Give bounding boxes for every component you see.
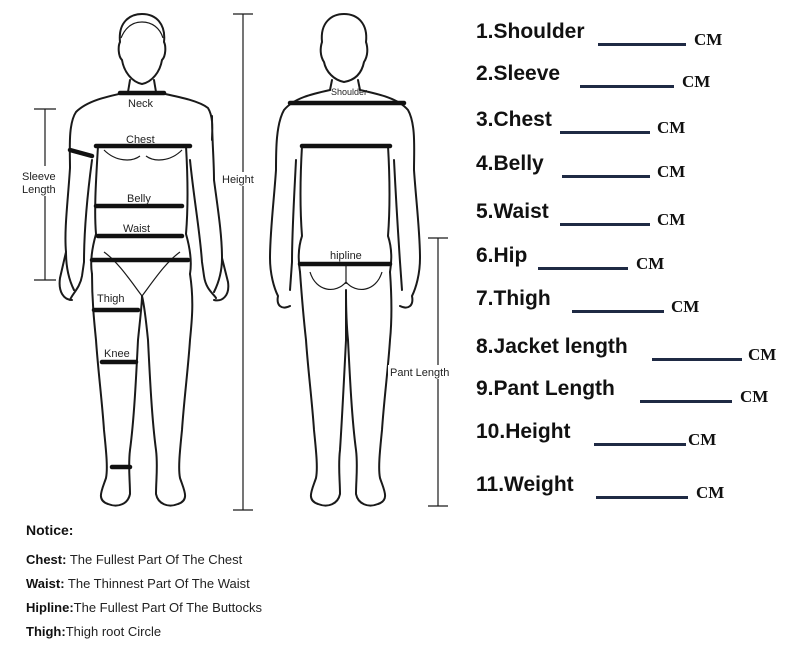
notice-term: Chest:: [26, 552, 67, 567]
measurement-input-line[interactable]: [640, 400, 732, 403]
notice-title: Notice:: [26, 522, 74, 538]
notice-desc: Thigh root Circle: [65, 624, 162, 639]
measurement-row-weight[interactable]: 11.Weight CM: [476, 473, 796, 503]
notice-section: Notice: Chest: The Fullest Part Of The C…: [26, 522, 466, 646]
measurement-unit: CM: [636, 254, 665, 273]
measurement-input-line[interactable]: [598, 43, 686, 46]
pant-length-label: Pant Length: [390, 367, 449, 379]
knee-label: Knee: [104, 348, 130, 360]
sleeve-length-label-1: Sleeve: [22, 171, 56, 183]
front-figure: Neck Chest Belly Waist Thigh Knee Sleeve…: [18, 13, 264, 511]
measurement-input-line[interactable]: [572, 310, 664, 313]
measurement-row-waist[interactable]: 5.Waist CM: [476, 200, 796, 230]
notice-item-waist: Waist: The Thinnest Part Of The Waist: [26, 574, 466, 598]
notice-desc: The Fullest Part Of The Chest: [66, 552, 243, 567]
measurement-input-line[interactable]: [594, 443, 686, 446]
front-arms: [58, 159, 230, 302]
sleeve-band: [67, 147, 95, 159]
measurement-label: 11.Weight: [476, 473, 574, 496]
height-bracket: [233, 13, 253, 511]
measurement-row-height[interactable]: 10.Height CM: [476, 420, 796, 450]
measurement-label: 8.Jacket length: [476, 335, 628, 358]
notice-term: Waist:: [26, 576, 65, 591]
height-label: Height: [222, 174, 254, 186]
waist-label: Waist: [123, 223, 150, 235]
back-legs: [299, 271, 393, 507]
notice-desc: The Fullest Part Of The Buttocks: [73, 600, 263, 615]
notice-term: Thigh:: [26, 624, 66, 639]
measurement-label: 6.Hip: [476, 244, 528, 267]
measurement-unit: CM: [657, 162, 686, 181]
measurement-row-belly[interactable]: 4.Belly CM: [476, 152, 796, 182]
measurement-label: 1.Shoulder: [476, 20, 585, 43]
measurement-input-line[interactable]: [560, 223, 650, 226]
back-neck: [329, 79, 361, 91]
front-briefs: [103, 251, 181, 298]
measurement-input-line[interactable]: [562, 175, 650, 178]
measurement-input-line[interactable]: [538, 267, 628, 270]
front-body: [64, 91, 223, 293]
notice-item-chest: Chest: The Fullest Part Of The Chest: [26, 550, 466, 574]
notice-item-hipline: Hipline:The Fullest Part Of The Buttocks: [26, 598, 466, 622]
measurement-label: 7.Thigh: [476, 287, 551, 310]
measurement-unit: CM: [696, 483, 725, 502]
measurement-row-hip[interactable]: 6.Hip CM: [476, 244, 796, 274]
measurement-label: 2.Sleeve: [476, 62, 561, 85]
measurement-input-line[interactable]: [580, 85, 674, 88]
notice-desc: The Thinnest Part Of The Waist: [64, 576, 250, 591]
back-arms-inner: [289, 159, 403, 291]
back-buttocks: [309, 266, 383, 290]
measurement-unit: CM: [688, 430, 717, 449]
shoulder-label: Shoulder: [331, 87, 367, 97]
measurement-unit: CM: [748, 345, 777, 364]
measurement-label: 4.Belly: [476, 152, 544, 175]
measurement-row-chest[interactable]: 3.Chest CM: [476, 108, 796, 138]
measurement-unit: CM: [694, 30, 723, 49]
thigh-label: Thigh: [97, 293, 125, 305]
back-body: [269, 89, 421, 309]
measurement-row-jacket-length[interactable]: 8.Jacket length CM: [476, 335, 800, 365]
neck-label: Neck: [128, 98, 154, 110]
belly-label: Belly: [127, 193, 151, 205]
measurement-unit: CM: [671, 297, 700, 316]
back-figure: Shoulder hipline Pant Length: [269, 13, 464, 507]
front-head: [117, 13, 167, 85]
notice-term: Hipline:: [26, 600, 74, 615]
measurement-unit: CM: [657, 118, 686, 137]
measurement-unit: CM: [740, 387, 769, 406]
back-head: [319, 13, 369, 83]
measurement-row-shoulder[interactable]: 1.Shoulder CM: [476, 20, 796, 50]
back-torso: [297, 145, 393, 273]
front-neck: [127, 79, 157, 93]
notice-item-thigh: Thigh:Thigh root Circle: [26, 622, 466, 646]
measurement-unit: CM: [682, 72, 711, 91]
measurement-row-sleeve[interactable]: 2.Sleeve CM: [476, 62, 796, 92]
measurement-input-line[interactable]: [652, 358, 742, 361]
measurement-unit: CM: [657, 210, 686, 229]
measurement-row-pant-length[interactable]: 9.Pant Length CM: [476, 377, 800, 407]
front-chest-detail: [103, 149, 183, 161]
measurement-label: 5.Waist: [476, 200, 549, 223]
measurement-input-line[interactable]: [560, 131, 650, 134]
hipline-label: hipline: [330, 250, 362, 262]
measurement-label: 10.Height: [476, 420, 571, 443]
measurement-label: 3.Chest: [476, 108, 552, 131]
front-legs: [91, 273, 194, 507]
sleeve-length-label-2: Length: [22, 184, 56, 196]
measurement-input-line[interactable]: [596, 496, 688, 499]
chest-label: Chest: [126, 134, 155, 146]
front-hair: [120, 21, 164, 39]
measurement-row-thigh[interactable]: 7.Thigh CM: [476, 287, 796, 317]
body-diagram: Neck Chest Belly Waist Thigh Knee Sleeve…: [18, 13, 464, 511]
measurement-label: 9.Pant Length: [476, 377, 615, 400]
